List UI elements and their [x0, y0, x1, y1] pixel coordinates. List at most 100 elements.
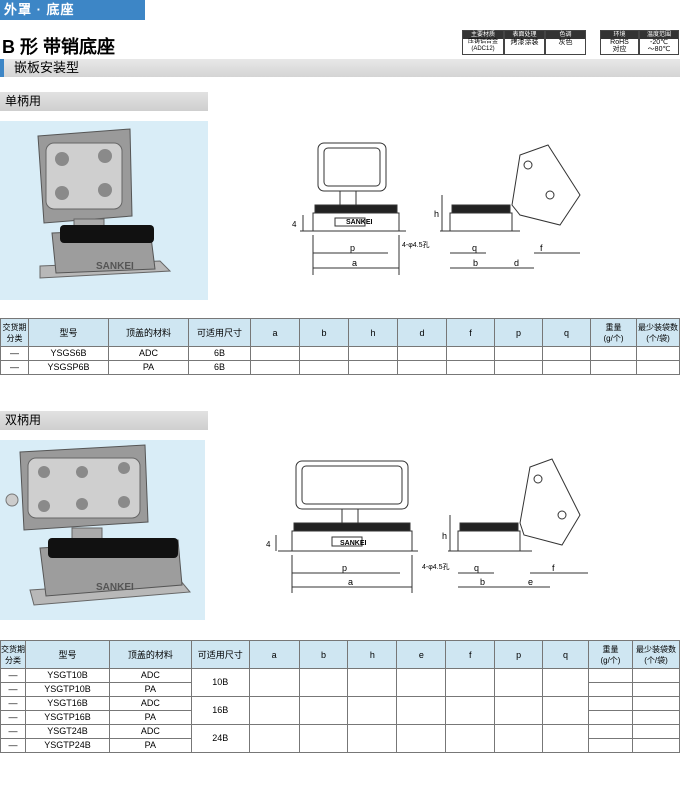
table-row: — YSGT16B ADC 16B [0, 696, 680, 725]
section-label-single: 单柄用 [0, 92, 208, 111]
spec-surface: 表面处理 烤漆涂装 [504, 30, 545, 55]
category-banner: 外罩 · 底座 [0, 0, 145, 20]
col-size: 可适用尺寸 [190, 640, 250, 669]
subtitle: 嵌板安装型 [14, 60, 80, 75]
cell-material: ADC [108, 724, 192, 739]
cell-lead: — [0, 360, 29, 375]
dim-q: q [474, 563, 479, 573]
cell-material: PA [108, 738, 192, 753]
dim-d: d [514, 258, 519, 268]
col-h: h [347, 640, 398, 669]
col-material: 顶盖的材料 [108, 640, 192, 669]
cell-model: YSGT24B [25, 724, 110, 739]
dim-p: p [350, 243, 355, 253]
cell-model: YSGSP6B [28, 360, 109, 375]
cell-material: PA [108, 682, 192, 697]
dim-p: p [342, 563, 347, 573]
cell-material: ADC [108, 696, 192, 711]
cell-size: 16B [190, 696, 250, 725]
col-p: p [494, 318, 543, 347]
dim-t: 4 [266, 540, 271, 549]
cell-lead: — [0, 346, 29, 361]
col-p: p [494, 640, 544, 669]
cell-lead: — [0, 696, 26, 711]
cell-size: 24B [190, 724, 250, 753]
table-row: — YSGTP16B PA [0, 710, 680, 725]
spec-label: 环境 [601, 31, 638, 39]
dim-a: a [352, 258, 357, 268]
spec-table-single: 交货期 分类 型号 顶盖的材料 可适用尺寸 a b h d f p q 重量 (… [0, 318, 680, 375]
cell-lead: — [0, 738, 26, 753]
subtitle-marker [0, 59, 4, 77]
col-min-qty: 最少装袋数 (个/袋) [636, 318, 680, 347]
spec-rohs: 环境 RoHS 对应 [600, 30, 639, 55]
col-h: h [348, 318, 398, 347]
col-d: d [397, 318, 447, 347]
cell-model: YSGTP24B [25, 738, 110, 753]
spec-value: 压铸铝合金 (ADC12) [467, 39, 498, 52]
spec-label: 主要材质 [463, 31, 503, 39]
cell-size: 10B [190, 668, 250, 697]
col-size: 可适用尺寸 [188, 318, 251, 347]
product-photo-single: SANKEI [0, 121, 208, 300]
hole-note: 4-φ4.5孔 [402, 241, 430, 249]
page-title: B 形 带销底座 [2, 37, 116, 57]
cell-lead: — [0, 668, 26, 683]
dimension-drawing-single: a p 4 h q b d f SANKEI 4-φ4.5孔 [292, 142, 581, 275]
spec-label: 表面处理 [505, 31, 544, 39]
dim-b: b [480, 577, 485, 587]
cell-lead: — [0, 724, 26, 739]
col-min-qty: 最少装袋数 (个/袋) [631, 640, 680, 669]
spec-temperature: 温度范围 -20℃ ～80℃ [639, 30, 679, 55]
brand-text: SANKEI [340, 540, 367, 547]
table-row: — YSGT24B ADC 24B [0, 724, 680, 753]
cell-model: YSGTP16B [25, 710, 110, 725]
cell-material: PA [108, 360, 189, 375]
table-row: — YSGT10B ADC 10B [0, 668, 680, 697]
cell-material: ADC [108, 668, 192, 683]
hole-note: 4-φ4.5孔 [422, 563, 450, 571]
cell-model: YSGT10B [25, 668, 110, 683]
table-row: — YSGTP10B PA [0, 682, 680, 697]
dim-t: 4 [292, 220, 297, 229]
col-model: 型号 [25, 640, 110, 669]
dim-h: h [442, 531, 447, 541]
subtitle-bar [0, 59, 680, 77]
dimension-drawing-double: a p 4 h q b e f SANKEI 4-φ4.5孔 [266, 458, 588, 593]
spec-value: RoHS 对应 [610, 39, 629, 53]
col-lead: 交货期 分类 [0, 318, 29, 347]
dim-e: e [528, 577, 533, 587]
spec-color: 色调 灰色 [545, 30, 586, 55]
section-label-double: 双柄用 [0, 411, 208, 430]
cell-size: 6B [188, 346, 251, 361]
col-material: 顶盖的材料 [108, 318, 189, 347]
brand-text: SANKEI [346, 219, 373, 226]
spec-value: -20℃ ～80℃ [647, 39, 671, 53]
cell-model: YSGS6B [28, 346, 109, 361]
dim-h: h [434, 209, 439, 219]
cell-model: YSGT16B [25, 696, 110, 711]
col-a: a [248, 640, 300, 669]
spec-material: 主要材质 压铸铝合金 (ADC12) [462, 30, 504, 55]
dim-a: a [348, 577, 353, 587]
col-f: f [445, 640, 496, 669]
col-weight: 重量 (g/个) [590, 318, 637, 347]
col-weight: 重量 (g/个) [588, 640, 633, 669]
col-model: 型号 [28, 318, 109, 347]
cell-size: 6B [188, 360, 251, 375]
col-lead: 交货期 分类 [0, 640, 26, 669]
table-header-row: 交货期 分类 型号 顶盖的材料 可适用尺寸 a b h e f p q 重量 (… [0, 640, 680, 669]
col-q: q [542, 318, 591, 347]
cell-material: PA [108, 710, 192, 725]
spec-label: 色调 [546, 31, 585, 39]
brand-text-single: SANKEI [96, 261, 134, 272]
spec-value: 灰色 [558, 39, 573, 46]
dim-f: f [540, 243, 543, 253]
dim-f: f [552, 563, 555, 573]
spec-label: 温度范围 [640, 31, 678, 39]
spec-table-double: 交货期 分类 型号 顶盖的材料 可适用尺寸 a b h e f p q 重量 (… [0, 640, 680, 753]
col-b: b [299, 318, 349, 347]
cell-material: ADC [108, 346, 189, 361]
col-q: q [542, 640, 589, 669]
table-header-row: 交货期 分类 型号 顶盖的材料 可适用尺寸 a b h d f p q 重量 (… [0, 318, 680, 347]
